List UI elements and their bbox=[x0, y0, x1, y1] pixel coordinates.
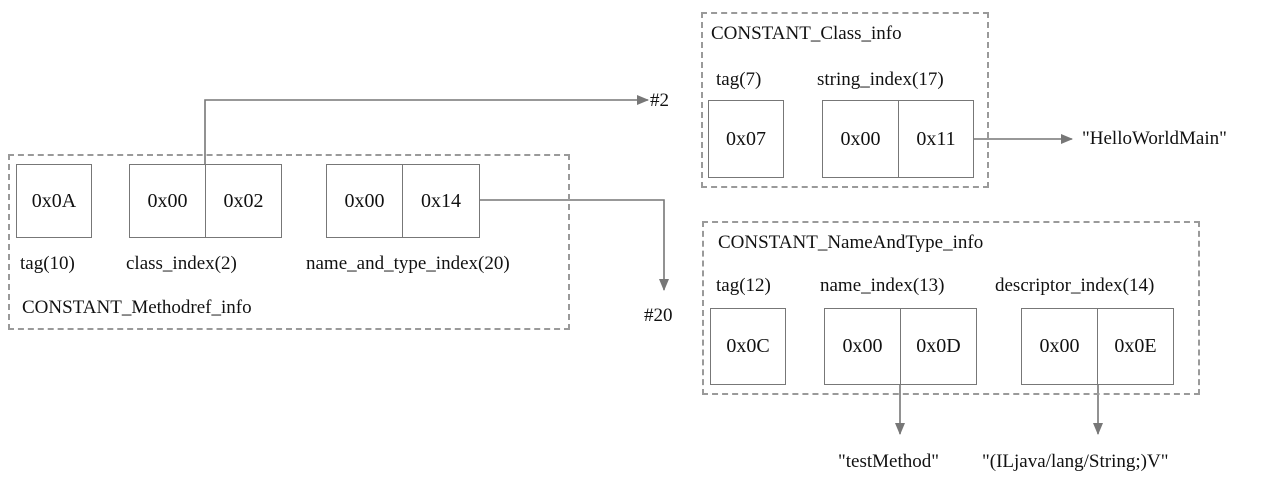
ref-20-label: #20 bbox=[644, 305, 673, 326]
descriptor-index-label: descriptor_index(14) bbox=[995, 275, 1155, 296]
class-info-title: CONSTANT_Class_info bbox=[711, 23, 902, 44]
nat-info-tag-value: 0x0C bbox=[726, 335, 770, 357]
descriptor-index-hi-value: 0x00 bbox=[1039, 335, 1080, 357]
nat-index-hi-box: 0x00 bbox=[326, 164, 403, 238]
methodref-info-group bbox=[8, 154, 570, 330]
nat-index-hi-value: 0x00 bbox=[344, 189, 385, 212]
string-index-hi-box: 0x00 bbox=[822, 100, 899, 178]
class-info-tag-label: tag(7) bbox=[716, 69, 762, 90]
arrow-nat-index-to-ref-20 bbox=[480, 199, 669, 291]
string-index-hi-value: 0x00 bbox=[840, 127, 881, 150]
name-index-hi-value: 0x00 bbox=[842, 335, 883, 357]
name-index-lo-box: 0x0D bbox=[900, 308, 977, 385]
nat-info-tag-label: tag(12) bbox=[716, 275, 771, 296]
string-index-lo-value: 0x11 bbox=[916, 127, 956, 150]
testmethod-target: "testMethod" bbox=[838, 451, 940, 472]
class-info-tag-box: 0x07 bbox=[708, 100, 784, 178]
string-index-lo-box: 0x11 bbox=[898, 100, 974, 178]
class-index-lo-value: 0x02 bbox=[223, 189, 264, 212]
descriptor-index-hi-box: 0x00 bbox=[1021, 308, 1098, 385]
descriptor-index-lo-box: 0x0E bbox=[1097, 308, 1174, 385]
class-index-label: class_index(2) bbox=[126, 253, 237, 274]
methodref-title: CONSTANT_Methodref_info bbox=[22, 297, 252, 318]
class-index-hi-value: 0x00 bbox=[147, 189, 188, 212]
name-index-lo-value: 0x0D bbox=[916, 335, 961, 357]
string-index-label: string_index(17) bbox=[817, 69, 944, 90]
descriptor-index-lo-value: 0x0E bbox=[1114, 335, 1157, 357]
nat-info-tag-box: 0x0C bbox=[710, 308, 786, 385]
class-info-tag-value: 0x07 bbox=[726, 127, 766, 150]
name-and-type-info-group bbox=[702, 221, 1200, 395]
nat-index-label: name_and_type_index(20) bbox=[306, 253, 510, 274]
class-index-lo-box: 0x02 bbox=[205, 164, 282, 238]
methodref-tag-value: 0x0A bbox=[31, 189, 77, 212]
nat-index-lo-value: 0x14 bbox=[421, 189, 461, 212]
methodref-tag-box: 0x0A bbox=[16, 164, 92, 238]
name-and-type-title: CONSTANT_NameAndType_info bbox=[718, 232, 984, 253]
ref-2-label: #2 bbox=[650, 90, 669, 111]
descriptor-target: "(ILjava/lang/String;)V" bbox=[982, 451, 1169, 472]
name-index-hi-box: 0x00 bbox=[824, 308, 901, 385]
class-info-group bbox=[701, 12, 989, 188]
helloworldmain-target: "HelloWorldMain" bbox=[1082, 128, 1227, 149]
methodref-tag-label: tag(10) bbox=[20, 253, 75, 274]
arrow-class-index-to-ref-2 bbox=[204, 95, 649, 165]
nat-index-lo-box: 0x14 bbox=[402, 164, 480, 238]
class-index-hi-box: 0x00 bbox=[129, 164, 206, 238]
name-index-label: name_index(13) bbox=[820, 275, 945, 296]
